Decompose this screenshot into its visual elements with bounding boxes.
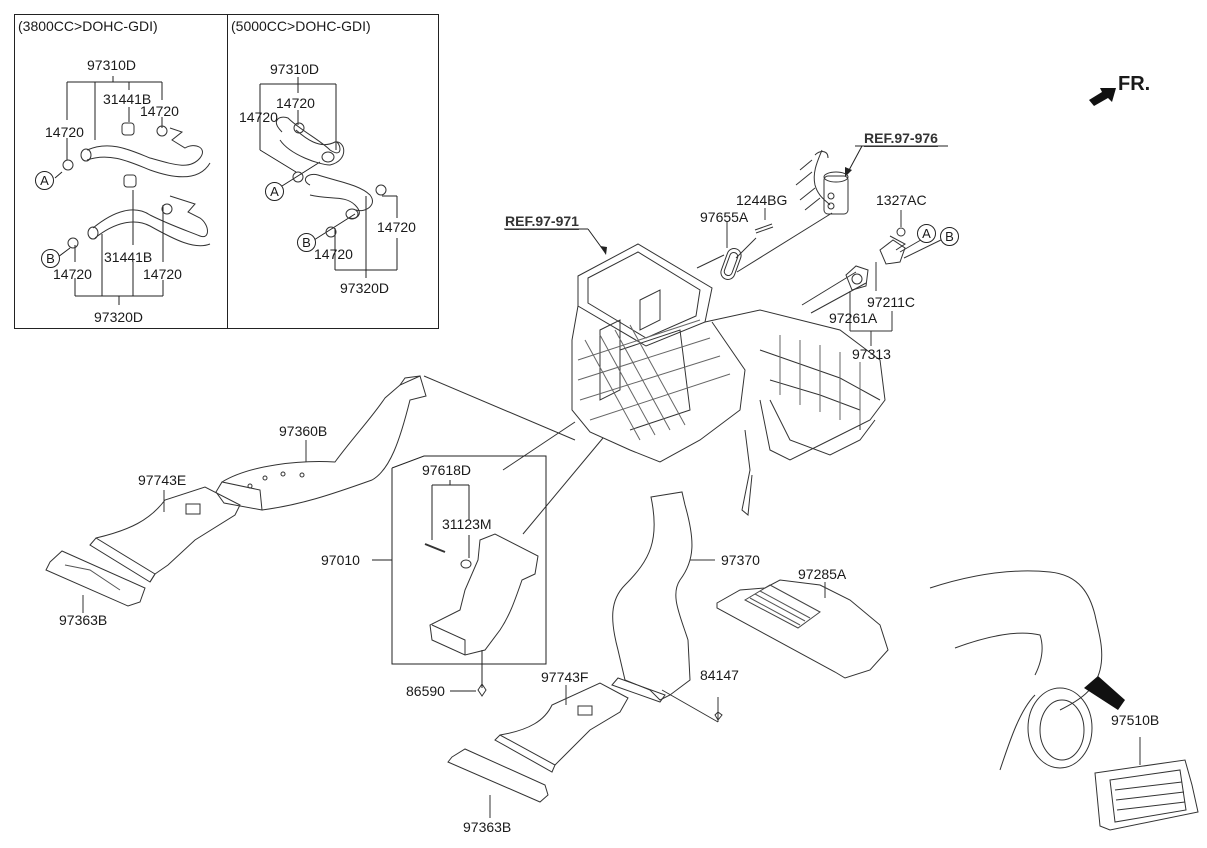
duct-97010-sketch xyxy=(424,533,539,697)
connector-b-marker: B xyxy=(41,249,60,268)
part-label-97261a[interactable]: 97261A xyxy=(829,310,878,326)
duct-97743f-sketch xyxy=(494,682,629,773)
gasket-bolt-sketch xyxy=(696,208,833,280)
duct-97743e-sketch xyxy=(89,486,241,583)
duct-97360b-sketch xyxy=(215,375,427,511)
part-label-97743f[interactable]: 97743F xyxy=(541,669,589,685)
part-label-84147[interactable]: 84147 xyxy=(700,667,739,683)
part-label-14720[interactable]: 14720 xyxy=(276,95,315,111)
part-label-97285a[interactable]: 97285A xyxy=(798,566,847,582)
part-label-97320d[interactable]: 97320D xyxy=(340,280,390,296)
hvac-unit-sketch xyxy=(423,243,886,535)
connector-a-marker: A xyxy=(917,224,936,243)
part-label-97360b[interactable]: 97360B xyxy=(279,423,328,439)
duct-97370-sketch xyxy=(611,491,723,723)
part-label-14720[interactable]: 14720 xyxy=(239,109,278,125)
part-label-31123m[interactable]: 31123M xyxy=(442,516,492,532)
part-label-14720[interactable]: 14720 xyxy=(53,266,92,282)
connector-a-marker: A xyxy=(265,182,284,201)
part-label-97310d[interactable]: 97310D xyxy=(270,61,320,77)
part-label-97211c[interactable]: 97211C xyxy=(867,294,916,310)
expansion-valve-sketch xyxy=(795,149,849,215)
reference-link-97-971[interactable]: REF.97-971 xyxy=(505,213,579,229)
part-label-14720[interactable]: 14720 xyxy=(140,103,179,119)
part-label-97010[interactable]: 97010 xyxy=(321,552,360,568)
part-label-1244bg[interactable]: 1244BG xyxy=(736,192,788,208)
reference-link-97-976[interactable]: REF.97-976 xyxy=(864,130,938,146)
inset-right-hoses xyxy=(276,116,387,238)
part-label-97320d[interactable]: 97320D xyxy=(94,309,144,325)
part-label-97743e[interactable]: 97743E xyxy=(138,472,187,488)
inset-title-5000cc: (5000CC>DOHC-GDI) xyxy=(231,18,371,34)
connector-b-marker: B xyxy=(940,227,959,246)
cover-97285a-sketch xyxy=(716,579,889,679)
part-label-31441b[interactable]: 31441B xyxy=(104,249,153,265)
part-label-97313[interactable]: 97313 xyxy=(852,346,891,362)
inset-right-leaders xyxy=(259,77,398,278)
inset-box-frame xyxy=(14,14,439,329)
part-label-97363b[interactable]: 97363B xyxy=(463,819,512,835)
part-label-14720[interactable]: 14720 xyxy=(143,266,182,282)
vehicle-rear-sketch xyxy=(929,570,1103,771)
part-label-97370[interactable]: 97370 xyxy=(721,552,760,568)
part-label-97510b[interactable]: 97510B xyxy=(1111,712,1160,728)
vent-97510b-sketch xyxy=(1094,737,1199,831)
part-label-1327ac[interactable]: 1327AC xyxy=(876,192,927,208)
trim-97363b-left-sketch xyxy=(45,550,146,613)
duct-97010-box xyxy=(372,455,547,692)
location-arrow-icon xyxy=(1084,676,1125,710)
part-label-31441b[interactable]: 31441B xyxy=(103,91,152,107)
front-arrow-icon xyxy=(1089,88,1116,106)
part-label-14720[interactable]: 14720 xyxy=(314,246,353,262)
inset-left-hoses xyxy=(62,122,211,249)
part-label-97363b[interactable]: 97363B xyxy=(59,612,108,628)
part-label-14720[interactable]: 14720 xyxy=(45,124,84,140)
part-label-97655a[interactable]: 97655A xyxy=(700,209,749,225)
front-direction-label: FR. xyxy=(1118,73,1151,95)
connector-b-marker: B xyxy=(297,233,316,252)
part-label-97310d[interactable]: 97310D xyxy=(87,57,137,73)
part-label-86590[interactable]: 86590 xyxy=(406,683,445,699)
inset-title-3800cc: (3800CC>DOHC-GDI) xyxy=(18,18,158,34)
part-label-14720[interactable]: 14720 xyxy=(377,219,416,235)
trim-97363b-bottom-sketch xyxy=(447,748,549,818)
connector-a-marker: A xyxy=(35,171,54,190)
part-label-97618d[interactable]: 97618D xyxy=(422,462,472,478)
